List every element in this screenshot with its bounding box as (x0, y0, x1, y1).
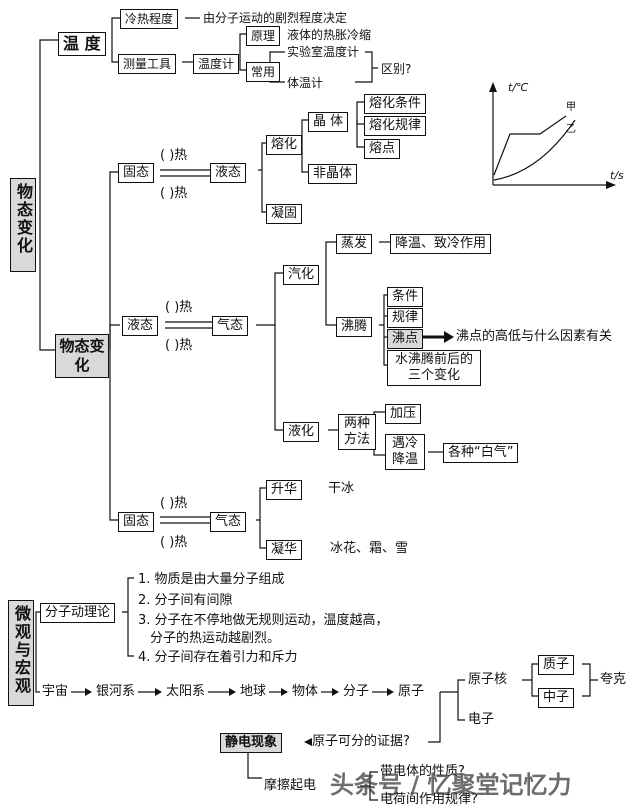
kinetic-theory: 分子动理论 (40, 603, 116, 623)
friction: 摩擦起电 (264, 778, 317, 793)
neutron: 中子 (538, 688, 575, 708)
gas-1: 气态 (212, 316, 249, 336)
amorphous: 非晶体 (308, 164, 358, 184)
solidify: 凝固 (266, 204, 303, 224)
heat-top-2: ( )热 (165, 300, 193, 315)
pressurize: 加压 (385, 404, 422, 424)
temperature-lab: 实验室温度计 (287, 45, 360, 59)
theory-p4: 4. 分子间存在着引力和斥力 (138, 650, 298, 665)
nucleus: 原子核 (468, 672, 508, 687)
melting: 熔化 (266, 135, 303, 155)
deposit: 凝华 (266, 540, 303, 560)
temperature-degree-desc: 由分子运动的剧烈程度决定 (203, 11, 348, 25)
boil-change: 水沸腾前后的三个变化 (387, 350, 481, 386)
crystal: 晶 体 (308, 112, 349, 132)
boil: 沸腾 (336, 317, 373, 337)
theory-p1: 1. 物质是由大量分子组成 (138, 572, 285, 587)
solid-1: 固态 (118, 163, 155, 183)
boil-rule: 规律 (387, 308, 424, 328)
graph-xlabel: t/s (610, 169, 624, 182)
solid-2: 固态 (118, 512, 155, 532)
boil-point: 沸点 (387, 329, 424, 349)
chain-item: 物体 (292, 684, 319, 699)
boil-point-desc: 沸点的高低与什么因素有关 (456, 329, 613, 344)
liquid-1: 液态 (210, 163, 247, 183)
temperature-principle: 原理 (246, 26, 281, 46)
white-gas: 各种“白气” (443, 443, 519, 463)
evidence: 原子可分的证据? (312, 734, 410, 749)
theory-p3b: 分子的热运动越剧烈。 (150, 631, 281, 646)
graph-yi: 乙 (566, 124, 576, 135)
chain-arrow-head (85, 688, 92, 696)
heat-bottom-3: ( )热 (160, 535, 188, 550)
heat-bottom-1: ( )热 (160, 186, 188, 201)
temperature-common: 常用 (246, 62, 281, 82)
evaporate: 蒸发 (336, 234, 373, 254)
temperature-tool: 测量工具 (118, 54, 177, 74)
watermark: 头条号 / 忆聚堂记忆力 (330, 771, 572, 799)
melt-point: 熔点 (364, 139, 401, 159)
temperature-thermometer: 温度计 (193, 54, 240, 74)
cool: 遇冷降温 (385, 434, 425, 470)
micro-title: 微观与宏观 (8, 600, 34, 706)
electron: 电子 (468, 712, 495, 727)
heat-bottom-2: ( )热 (165, 338, 193, 353)
chain-item: 地球 (240, 684, 267, 699)
proton: 质子 (538, 655, 575, 675)
chain-item: 分子 (343, 684, 370, 699)
vaporize: 汽化 (283, 265, 320, 285)
temperature-principle-desc: 液体的热胀冷缩 (287, 28, 372, 42)
heat-top-1: ( )热 (160, 148, 188, 163)
graph-ylabel: t/℃ (508, 81, 529, 94)
quark: 夸克 (600, 672, 627, 687)
root-physics-phase-change: 物态变化 (10, 178, 36, 272)
temperature-body: 体温计 (287, 76, 324, 90)
temperature-degree: 冷热程度 (120, 9, 179, 29)
chain-arrow-head (281, 688, 288, 696)
charged-nature: 带电体的性质? (380, 764, 465, 779)
chain-item: 银河系 (96, 684, 136, 699)
liquid-2: 液态 (122, 316, 159, 336)
dry-ice: 干冰 (328, 481, 355, 496)
theory-p2: 2. 分子间有间隙 (138, 593, 233, 608)
chain-item: 宇宙 (42, 684, 69, 699)
gas-2: 气态 (210, 512, 247, 532)
evidence-arrow-head (304, 738, 312, 746)
deposit-desc: 冰花、霜、雪 (330, 541, 409, 556)
static-electricity: 静电现象 (220, 733, 283, 753)
heat-top-3: ( )热 (160, 496, 188, 511)
chain-arrow-head (387, 688, 394, 696)
phase-title: 物态变化 (55, 334, 109, 378)
liquefy: 液化 (283, 422, 320, 442)
theory-p3a: 3. 分子在不停地做无规则运动，温度越高， (138, 613, 389, 628)
charge-rule: 电荷间作用规律? (380, 792, 478, 807)
melt-rule: 熔化规律 (364, 116, 427, 136)
chain-arrow-head (155, 688, 162, 696)
chain-item: 原子 (398, 684, 425, 699)
chain-arrow-head (229, 688, 236, 696)
boil-condition: 条件 (387, 287, 424, 307)
chain-item: 太阳系 (166, 684, 206, 699)
temperature-difference: 区别? (381, 62, 412, 76)
melt-condition: 熔化条件 (364, 94, 427, 114)
temperature-title: 温 度 (58, 32, 106, 56)
sublimate: 升华 (266, 480, 303, 500)
two-methods: 两种方法 (338, 414, 376, 450)
evap-desc: 降温、致冷作用 (390, 234, 492, 254)
chain-arrow-head (332, 688, 339, 696)
graph-jia: 甲 (566, 102, 576, 113)
